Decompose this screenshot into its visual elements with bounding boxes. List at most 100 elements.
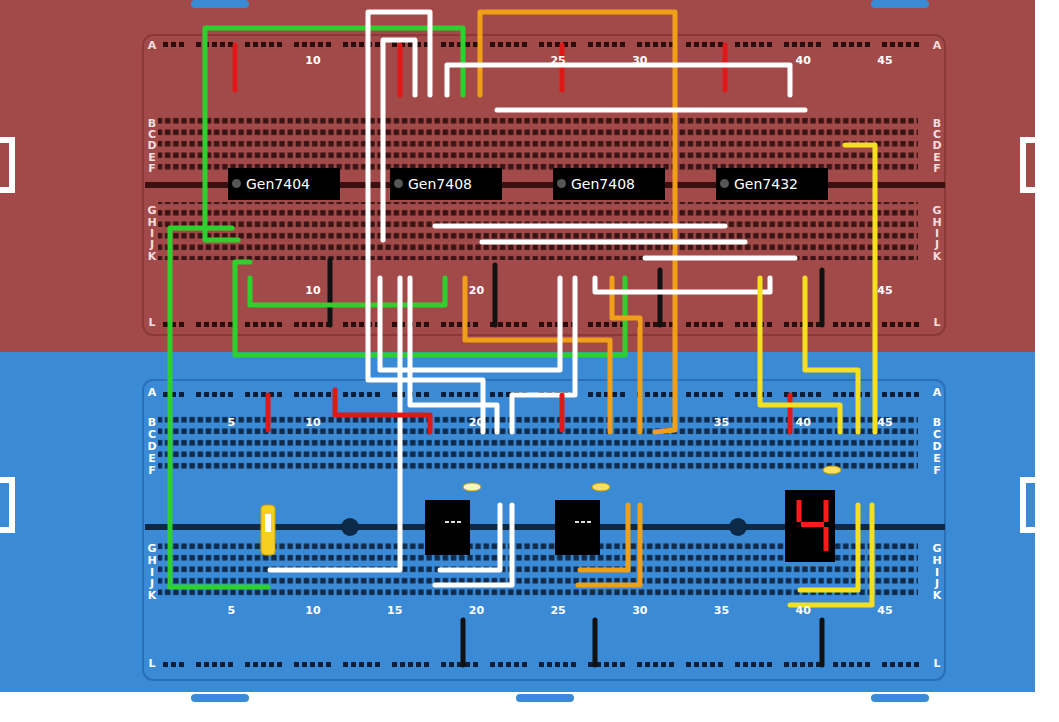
column-number: 10 [305,605,320,616]
wire [435,224,725,229]
wire [805,278,858,432]
wire [497,108,805,113]
wire [788,395,793,432]
row-letter: J [935,578,939,589]
ic-chip: Gen7408 [553,168,665,200]
wire [595,278,770,292]
row-letter: K [933,590,942,601]
wire [482,240,745,245]
wire [465,278,610,432]
wire [612,278,640,432]
row-letter: K [148,251,157,262]
hole-grid [158,115,918,173]
row-letter: H [147,555,156,566]
row-letter: E [933,152,941,163]
row-letter: I [935,567,939,578]
channel-hole [341,518,359,536]
chip-label: Gen7408 [408,176,472,192]
wire [790,505,872,605]
row-letter: H [147,217,156,228]
display-segments [799,500,826,551]
row-letter: L [148,658,155,669]
column-number: 45 [877,605,892,616]
column-number: 5 [227,417,235,428]
row-letter: D [147,140,156,151]
wire [435,505,512,585]
probe-dash [445,521,462,523]
ic-chip: Gen7404 [228,168,340,200]
wire [383,40,415,240]
row-letter: B [148,118,156,129]
row-letter: B [148,417,156,428]
row-letter: J [150,239,154,250]
column-number: 35 [714,417,729,428]
row-letter: H [932,555,941,566]
column-number: 45 [877,55,892,66]
power-rail [160,658,920,668]
channel-hole [729,518,747,536]
hole-grid [158,202,918,260]
column-number: 10 [305,285,320,296]
seven-segment-display [785,490,835,562]
board-outline [143,35,945,335]
column-number: 10 [305,55,320,66]
row-letter: J [150,578,154,589]
row-letter: D [932,441,941,452]
column-number: 5 [227,605,235,616]
chip-label: Gen7404 [246,176,310,192]
row-letter: L [933,658,940,669]
led [592,483,610,491]
row-letter: K [148,590,157,601]
column-number: 40 [796,55,811,66]
row-letter: A [148,40,157,51]
row-letter: K [933,251,942,262]
row-letter: C [933,129,941,140]
wire [233,45,238,90]
row-letter: E [148,152,156,163]
bottom-board [0,352,1035,692]
power-rail [160,40,920,50]
row-letter: E [933,453,941,464]
row-letter: L [933,317,940,328]
row-letter: C [148,129,156,140]
wire [447,65,790,95]
row-letter: I [150,567,154,578]
row-letter: G [932,543,941,554]
column-number: 45 [877,285,892,296]
wire [461,620,466,665]
row-letter: G [147,205,156,216]
wire [645,256,795,261]
column-number: 25 [550,55,565,66]
probe-dash [575,521,592,523]
row-letter: B [933,118,941,129]
row-letter: E [148,453,156,464]
ic-chip: Gen7408 [390,168,502,200]
row-letter: F [933,163,941,174]
wire [820,270,825,325]
row-letter: I [150,228,154,239]
wire [440,505,500,570]
column-number: 45 [877,417,892,428]
column-number: 20 [469,285,484,296]
column-number: 35 [714,605,729,616]
row-letter: H [932,217,941,228]
wire [493,265,498,325]
column-number: 20 [469,605,484,616]
led [823,466,841,474]
row-letter: G [932,205,941,216]
chip-label: Gen7408 [571,176,635,192]
logic-probe [425,500,470,555]
switch [261,505,275,555]
wire [205,28,463,240]
wire [398,45,403,95]
row-letter: C [933,429,941,440]
row-letter: F [148,465,156,476]
ic-chip: Gen7432 [716,168,828,200]
row-letter: L [148,317,155,328]
hole-grid [158,415,918,473]
wire [170,228,268,587]
column-number: 30 [632,605,647,616]
column-number: 40 [796,605,811,616]
row-letter: A [148,387,157,398]
